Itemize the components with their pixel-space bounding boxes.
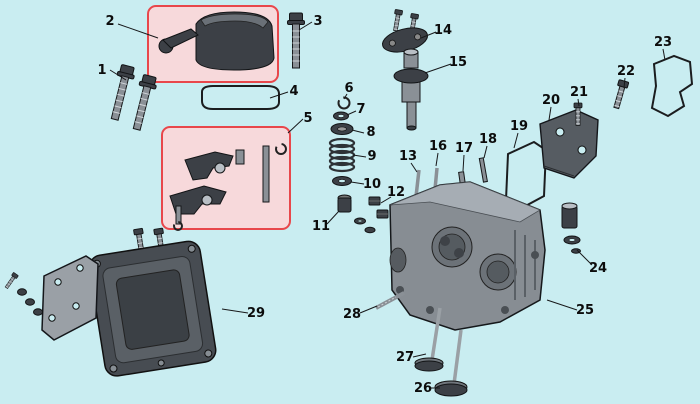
leader-lines [109, 21, 666, 389]
callout-label-11: 11 [312, 219, 330, 234]
leader-25 [546, 299, 578, 311]
leader-4 [269, 91, 289, 99]
leader-19 [513, 132, 519, 149]
callout-label-1: 1 [97, 63, 106, 78]
part-rocker-arm-assembly [169, 143, 287, 231]
callout-label-24: 24 [589, 261, 607, 276]
leader-21 [577, 98, 580, 107]
callout-label-10: 10 [363, 177, 381, 192]
leader-12 [380, 196, 392, 204]
callout-label-22: 22 [617, 64, 635, 79]
leader-11 [326, 210, 340, 225]
part-valve-keeper [337, 96, 351, 110]
part-mounting-bracket [539, 109, 599, 179]
leader-24 [576, 249, 593, 266]
leader-13 [410, 162, 418, 173]
callout-label-28: 28 [343, 307, 361, 322]
leader-18 [483, 145, 488, 159]
leader-29 [221, 308, 249, 314]
callout-label-23: 23 [654, 35, 672, 50]
callout-label-21: 21 [570, 85, 588, 100]
part-fitting [393, 48, 429, 131]
callout-label-4: 4 [289, 84, 298, 99]
callout-label-26: 26 [414, 381, 432, 396]
part-pin [478, 157, 488, 183]
leader-22 [623, 77, 626, 89]
callout-label-19: 19 [510, 119, 528, 134]
callout-label-15: 15 [449, 55, 467, 70]
part-valve-cover-gasket [201, 85, 280, 110]
part-valve-stem-seal [337, 194, 376, 234]
callout-label-12: 12 [387, 185, 405, 200]
leader-20 [548, 106, 552, 121]
leader-17 [462, 154, 465, 172]
leader-14 [420, 31, 437, 39]
leader-10 [350, 181, 365, 185]
part-anode-plug [561, 202, 581, 254]
leader-23 [662, 48, 666, 61]
leader-2 [117, 23, 159, 39]
leader-6 [343, 93, 348, 100]
callout-label-7: 7 [356, 102, 365, 117]
leader-28 [359, 305, 378, 314]
leader-16 [435, 152, 439, 167]
part-retainer-washer [333, 111, 349, 121]
part-valve-spring [328, 137, 356, 173]
part-exhaust-cover-assembly [3, 227, 217, 377]
part-stud-28 [375, 291, 405, 310]
leader-7 [346, 110, 357, 116]
callout-label-17: 17 [455, 141, 473, 156]
callout-label-3: 3 [313, 14, 322, 29]
part-valve-cover-assembly [158, 11, 275, 71]
callout-label-27: 27 [396, 350, 414, 365]
part-cylinder-head [389, 181, 546, 331]
part-anode-plate [382, 8, 428, 53]
callout-label-8: 8 [366, 125, 375, 140]
leader-15 [424, 63, 452, 74]
callout-label-13: 13 [399, 149, 417, 164]
callout-label-5: 5 [303, 111, 312, 126]
callout-label-16: 16 [429, 139, 447, 154]
callout-label-6: 6 [344, 81, 353, 96]
part-cover-bolt [287, 12, 305, 69]
part-spring-seat [332, 176, 352, 186]
leader-1 [109, 69, 127, 81]
part-bracket-gasket [650, 54, 694, 118]
leader-8 [351, 129, 365, 134]
leader-3 [298, 21, 313, 31]
leader-9 [352, 154, 367, 158]
part-valve-26 [434, 329, 468, 397]
callout-label-25: 25 [576, 303, 594, 318]
callout-label-14: 14 [434, 23, 452, 38]
part-valve-27 [414, 307, 444, 372]
callout-label-2: 2 [105, 14, 114, 29]
callout-label-9: 9 [367, 149, 376, 164]
callout-label-29: 29 [247, 306, 265, 321]
callout-label-18: 18 [479, 132, 497, 147]
callout-label-20: 20 [542, 93, 560, 108]
part-spring-retainer [330, 123, 354, 135]
part-adjuster-nuts [368, 196, 389, 219]
leader-27 [412, 353, 427, 358]
part-bracket-bolt-22 [610, 79, 630, 110]
callout-labels: 1 2 3 4 5 6 7 8 9 10 11 12 13 14 15 16 1… [97, 14, 672, 396]
leader-5 [287, 118, 304, 134]
